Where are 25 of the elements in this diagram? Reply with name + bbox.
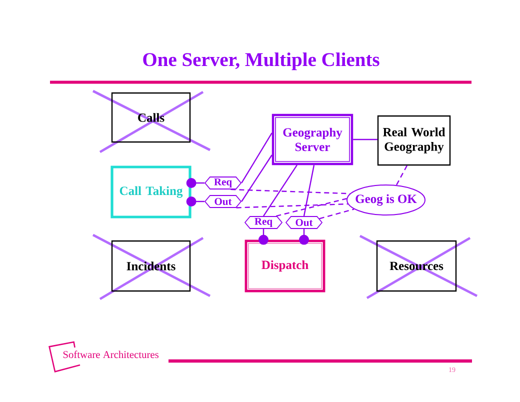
port-hexagon: Req	[244, 216, 283, 229]
dashed-line	[276, 198, 347, 217]
port-hexagon: Req	[204, 176, 242, 190]
connector-line	[299, 228, 309, 245]
connector-line	[186, 196, 204, 206]
connector-line	[241, 132, 272, 184]
process-box: Call Taking	[110, 166, 192, 218]
connector-line	[353, 138, 378, 140]
dashed-line	[319, 208, 354, 220]
connector-line	[263, 164, 298, 216]
port-hexagon: Out	[285, 216, 323, 229]
footer-text: Software Architectures	[63, 350, 158, 358]
process-box: Real World Geography	[377, 115, 451, 166]
dashed-line	[230, 188, 350, 194]
process-box: Dispatch	[244, 240, 326, 292]
dashed-line	[396, 165, 408, 186]
connector-line	[241, 154, 272, 202]
connector-line	[186, 178, 204, 188]
dashed-line	[236, 203, 348, 208]
server-box: Geography Server	[272, 114, 354, 166]
connector-line	[303, 164, 315, 216]
title: One Server, Multiple Clients	[143, 52, 380, 70]
port-hexagon: Out	[204, 195, 242, 208]
ellipse-node: Geog is OK	[346, 184, 426, 216]
connector-line	[258, 228, 268, 245]
